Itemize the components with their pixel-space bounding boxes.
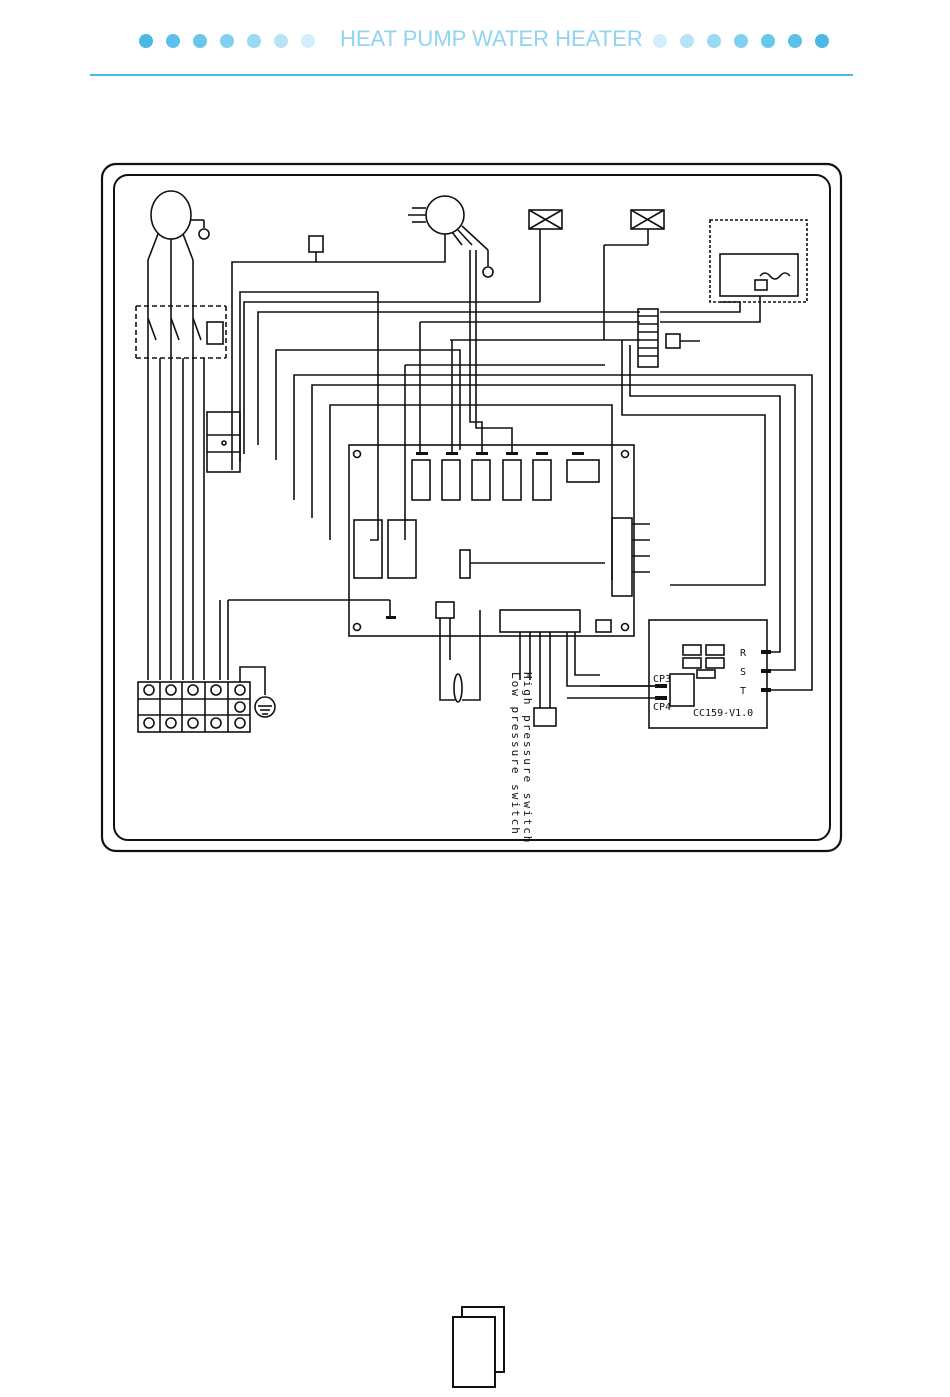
pressure-switch-icon bbox=[534, 708, 556, 726]
ground-icon bbox=[255, 697, 275, 717]
valve-icon-2 bbox=[604, 210, 664, 340]
transformer-icon bbox=[436, 602, 480, 702]
terminal-block-icon bbox=[638, 309, 658, 367]
sensor-icon bbox=[309, 236, 323, 252]
label-cp4: CP4 bbox=[653, 702, 671, 713]
label-cp3: CP3 bbox=[653, 674, 671, 685]
diagram-outer-frame bbox=[102, 164, 841, 851]
power-terminal-block bbox=[138, 682, 250, 732]
label-terminal-t: T bbox=[740, 686, 746, 697]
compressor-icon bbox=[408, 196, 493, 277]
label-terminal-r: R bbox=[740, 648, 747, 659]
fan-motor-icon bbox=[148, 191, 209, 260]
label-board-model: CC159-V1.0 bbox=[693, 708, 753, 719]
relay-module bbox=[207, 412, 240, 472]
label-terminal-s: S bbox=[740, 667, 746, 678]
valve-icon-1 bbox=[529, 210, 562, 302]
label-low-pressure-switch: Low pressure switch bbox=[509, 672, 522, 836]
page-stack-icon bbox=[450, 1305, 510, 1390]
diagram-inner-frame bbox=[114, 175, 830, 840]
main-control-board bbox=[349, 445, 634, 636]
